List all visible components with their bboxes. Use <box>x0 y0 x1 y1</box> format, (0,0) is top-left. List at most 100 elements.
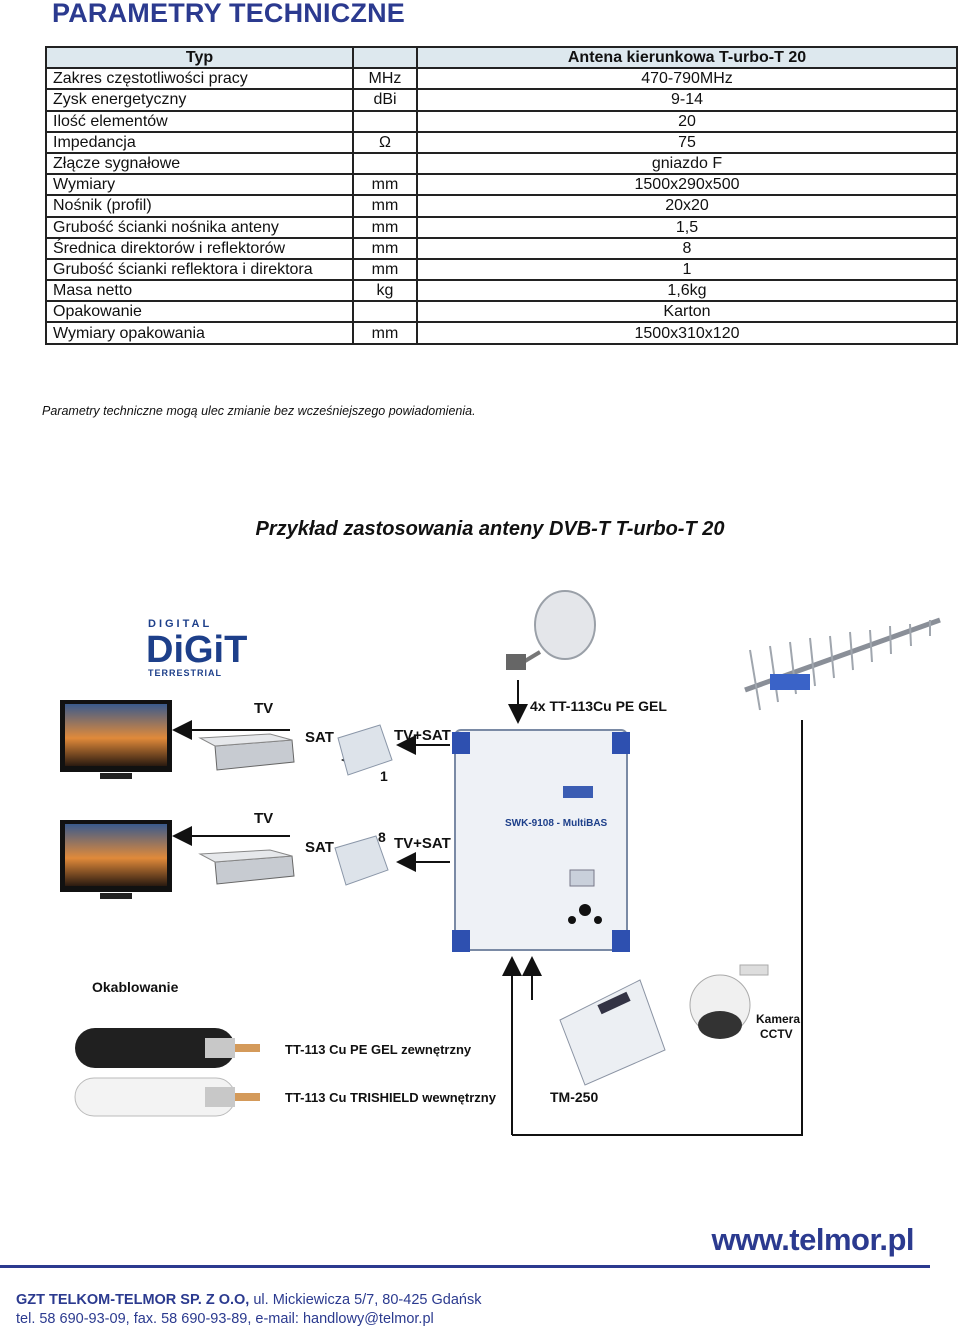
table-cell: Zakres częstotliwości pracy <box>45 67 354 91</box>
table-row: Opakowanie Karton <box>45 300 958 324</box>
table-cell: Wymiary opakowania <box>45 321 354 345</box>
sat-receiver-icon <box>198 733 295 771</box>
lnb-label: 4x TT-113Cu PE GEL <box>530 698 667 714</box>
table-cell: 470-790MHz <box>416 67 958 91</box>
footer-contact: tel. 58 690-93-09, fax. 58 690-93-89, e-… <box>16 1311 434 1327</box>
table-cell: 1,5 <box>416 215 958 239</box>
table-cell <box>352 109 418 133</box>
sat-label-1: SAT <box>305 729 334 746</box>
sat-receiver-icon <box>198 849 295 885</box>
table-cell <box>352 151 418 176</box>
coax-cable-black-icon <box>75 1028 260 1068</box>
table-cell: Karton <box>416 300 958 324</box>
table-header-cell <box>352 45 418 70</box>
table-row: Złącze sygnałowe gniazdo F <box>45 151 958 176</box>
table-cell: mm <box>352 236 418 260</box>
tv-label-1: TV <box>254 700 273 717</box>
table-cell: Wymiary <box>45 173 354 197</box>
table-cell: 20x20 <box>416 194 958 218</box>
coax-cable-white-icon <box>74 1077 260 1117</box>
yagi-antenna-icon <box>744 617 941 1135</box>
table-cell: Nośnik (profil) <box>45 194 354 218</box>
table-cell: 1500x290x500 <box>416 173 958 197</box>
table-cell: Średnica direktorów i reflektorów <box>45 236 354 260</box>
table-cell: 1 <box>416 257 958 282</box>
footer-address: GZT TELKOM-TELMOR SP. Z O.O, ul. Mickiew… <box>16 1292 481 1308</box>
logo-bottom-text: TERRESTRIAL <box>148 668 222 678</box>
table-cell: 75 <box>416 130 958 154</box>
tv-icon <box>60 700 172 779</box>
tv-label-2: TV <box>254 810 273 827</box>
table-cell: Grubość ścianki nośnika anteny <box>45 215 354 239</box>
num-8-label: 8 <box>378 829 386 845</box>
example-title: Przykład zastosowania anteny DVB-T T-urb… <box>255 518 725 540</box>
multiswitch-model: SWK-9108 - MultiBAS <box>505 818 608 829</box>
table-cell: mm <box>352 257 418 282</box>
disclaimer-note: Parametry techniczne mogą ulec zmianie b… <box>42 404 476 418</box>
socket-icon <box>334 835 389 886</box>
table-cell: MHz <box>352 67 418 91</box>
table-cell: 20 <box>416 109 958 133</box>
digit-logo: DIGITAL DiGiT TERRESTRIAL <box>146 618 247 678</box>
tv-icon <box>60 820 172 899</box>
table-cell: Ilość elementów <box>45 109 354 133</box>
table-cell: 8 <box>416 236 958 260</box>
table-cell: mm <box>352 215 418 239</box>
logo-main-text: DiGiT <box>146 629 247 671</box>
table-cell: Złącze sygnałowe <box>45 151 354 176</box>
table-cell: mm <box>352 173 418 197</box>
table-cell: Ω <box>352 130 418 154</box>
tvsat-label-1: TV+SAT <box>394 727 451 744</box>
cable-2-label: TT-113 Cu TRISHIELD wewnętrzny <box>285 1090 497 1105</box>
sat-label-2: SAT <box>305 839 334 856</box>
tvsat-label-2: TV+SAT <box>394 835 451 852</box>
tm250-label: TM-250 <box>550 1089 598 1105</box>
table-cell: mm <box>352 321 418 345</box>
table-header-cell: Typ <box>45 45 354 70</box>
logo-top-text: DIGITAL <box>148 618 212 630</box>
street-address: ul. Mickiewicza 5/7, 80-425 Gdańsk <box>249 1292 482 1308</box>
camera-label-2: CCTV <box>760 1027 793 1041</box>
multiswitch-device <box>452 729 630 952</box>
table-cell: kg <box>352 279 418 303</box>
table-cell: 9-14 <box>416 88 958 112</box>
table-cell: dBi <box>352 88 418 112</box>
website-link[interactable]: www.telmor.pl <box>711 1222 915 1257</box>
tm250-modulator-icon <box>559 979 666 1086</box>
application-diagram: DIGITAL DiGiT TERRESTRIAL 4x TT-113Cu PE… <box>60 590 941 1136</box>
cctv-camera-icon <box>689 964 769 1039</box>
okablowanie-label: Okablowanie <box>92 979 179 995</box>
table-cell: mm <box>352 194 418 218</box>
satellite-dish-icon <box>506 590 596 724</box>
table-cell: Impedancja <box>45 130 354 154</box>
table-header-cell: Antena kierunkowa T-urbo-T 20 <box>416 45 958 70</box>
table-cell: Masa netto <box>45 279 354 303</box>
num-1-label: 1 <box>380 768 388 784</box>
camera-label-1: Kamera <box>756 1012 800 1026</box>
company-name: GZT TELKOM-TELMOR SP. Z O.O, <box>16 1292 250 1308</box>
table-cell: Grubość ścianki reflektora i direktora <box>45 257 354 282</box>
page-title: PARAMETRY TECHNICZNE <box>52 0 406 28</box>
table-cell: gniazdo F <box>416 151 958 176</box>
table-header-row: Typ Antena kierunkowa T-urbo-T 20 <box>45 45 958 70</box>
table-cell: Zysk energetyczny <box>45 88 354 112</box>
footer-divider <box>0 1265 930 1268</box>
table-row: Ilość elementów 20 <box>45 109 958 133</box>
cable-1-label: TT-113 Cu PE GEL zewnętrzny <box>285 1042 472 1057</box>
table-cell: Opakowanie <box>45 300 354 324</box>
table-cell: 1,6kg <box>416 279 958 303</box>
socket-icon <box>337 724 393 776</box>
table-cell <box>352 300 418 324</box>
table-cell: 1500x310x120 <box>416 321 958 345</box>
